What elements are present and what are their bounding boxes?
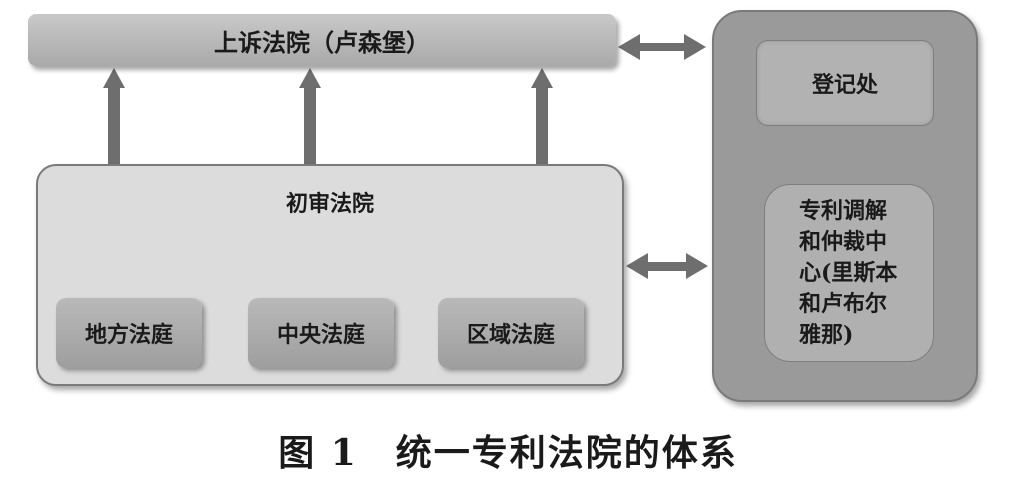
first-instance-court-box: 初审法院 地方法庭 中央法庭 区域法庭: [36, 164, 624, 386]
first-instance-title: 初审法院: [285, 191, 374, 217]
figure-caption: 图 1 统一专利法院的体系: [278, 432, 738, 474]
mediation-center-label: 专利调解和仲裁中心(里斯本和卢布尔雅那): [799, 197, 898, 348]
up-arrow-3: [531, 68, 553, 166]
regional-division-label: 区域法庭: [466, 322, 555, 348]
local-division-label: 地方法庭: [84, 322, 173, 348]
regional-division-box: 区域法庭: [438, 298, 584, 368]
double-arrow-middle: [626, 253, 708, 279]
mediation-center-box: 专利调解和仲裁中心(里斯本和卢布尔雅那): [764, 184, 934, 362]
up-arrow-2: [299, 68, 321, 166]
appeal-court-label: 上诉法院（卢森堡）: [214, 27, 430, 57]
local-division-box: 地方法庭: [56, 298, 202, 368]
appeal-court-box: 上诉法院（卢森堡）: [28, 14, 616, 66]
central-division-label: 中央法庭: [276, 322, 365, 348]
up-arrow-1: [103, 68, 125, 166]
right-container: 登记处 专利调解和仲裁中心(里斯本和卢布尔雅那): [712, 10, 978, 402]
registry-label: 登记处: [811, 72, 878, 98]
registry-box: 登记处: [756, 40, 934, 126]
double-arrow-top: [618, 34, 706, 60]
central-division-box: 中央法庭: [248, 298, 394, 368]
